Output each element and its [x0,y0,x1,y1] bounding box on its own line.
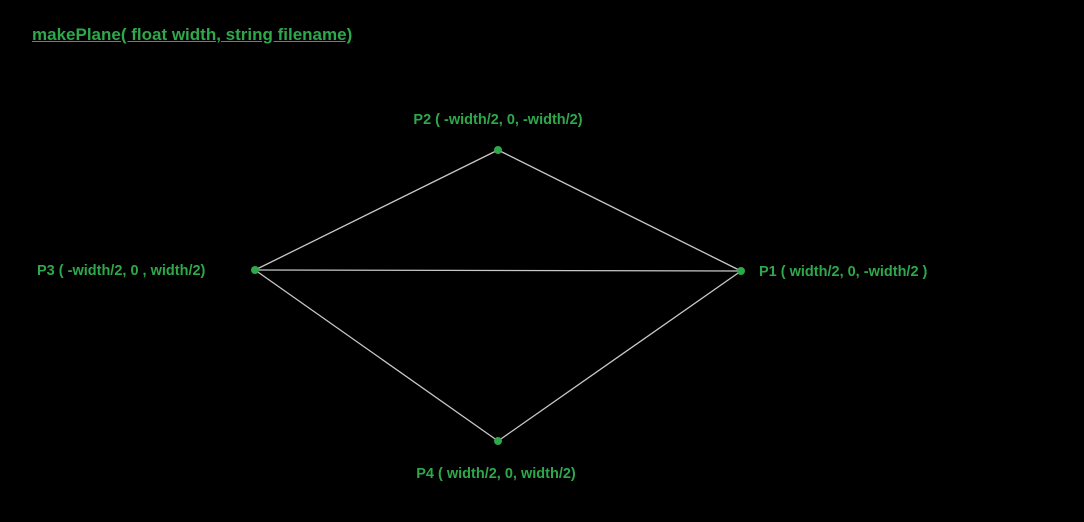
edge-p3-p4 [254,269,499,442]
point-p2 [494,146,502,154]
point-p1 [737,267,745,275]
diagram-title: makePlane( float width, string filename) [32,25,353,44]
point-p4 [494,437,502,445]
label-p3: P3 ( -width/2, 0 , width/2) [37,263,206,279]
label-p2: P2 ( -width/2, 0, -width/2) [413,112,582,128]
edge-p3-p2 [254,149,499,271]
edge-p4-p1 [497,270,742,442]
point-p3 [251,266,259,274]
edge-p2-p1 [497,149,742,272]
label-p4: P4 ( width/2, 0, width/2) [416,466,576,482]
edge-p3-p1 [254,269,742,272]
label-p1: P1 ( width/2, 0, -width/2 ) [759,264,928,280]
